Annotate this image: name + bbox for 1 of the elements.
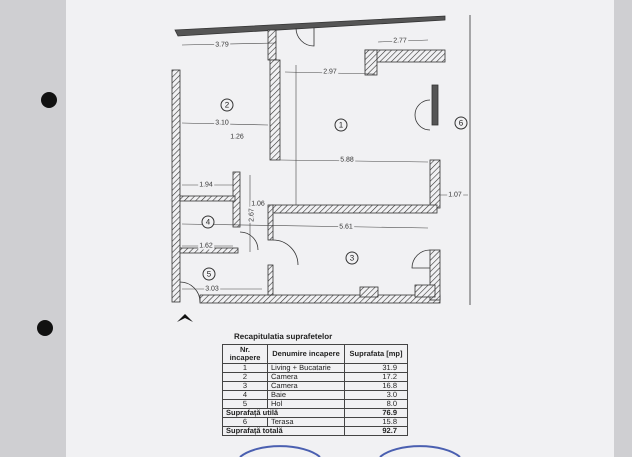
table-caption: Recapitulatia suprafetelor xyxy=(234,332,332,341)
